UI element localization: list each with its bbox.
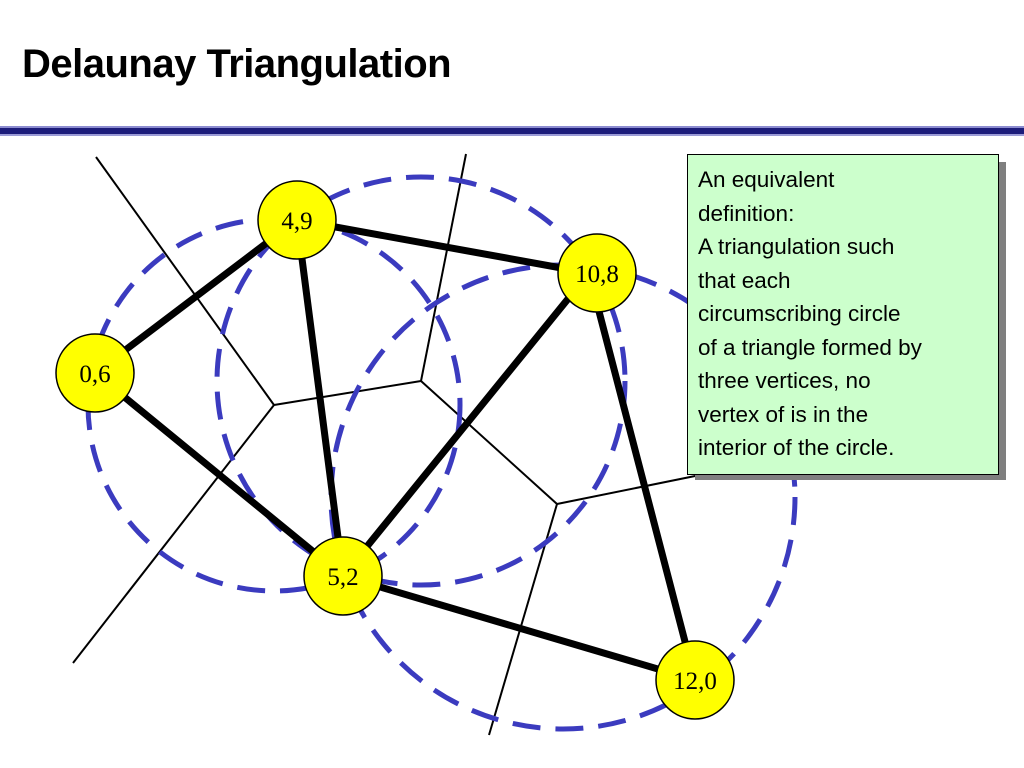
delaunay-edge <box>293 216 347 580</box>
circumcircle <box>214 174 628 588</box>
vertex-label: 5,2 <box>327 564 358 591</box>
title-divider <box>0 126 1024 136</box>
vertex-0-6: 0,6 <box>55 333 135 413</box>
voronoi-edge <box>95 156 275 406</box>
voronoi-edge <box>273 380 422 406</box>
note-line: definition: <box>698 200 795 226</box>
note-line: A triangulation such <box>698 234 895 259</box>
voronoi-edge <box>72 404 275 664</box>
note-line: vertex of is in the <box>698 401 869 427</box>
voronoi-edge <box>556 474 701 505</box>
vertex-label: 10,8 <box>575 261 619 288</box>
delaunay-edge <box>293 216 593 277</box>
note-line: three vertices, no <box>698 368 871 393</box>
vertex-label: 4,9 <box>281 208 312 235</box>
note-line: interior of the circle. <box>698 435 895 460</box>
note-line: circumscribing circle <box>698 301 901 326</box>
delaunay-edge <box>339 269 593 580</box>
note-line: that each <box>698 267 791 293</box>
voronoi-edge <box>420 153 467 382</box>
vertex-label: 12,0 <box>673 668 717 695</box>
vertex-12-0: 12,0 <box>655 640 735 720</box>
vertex-10-8: 10,8 <box>557 233 637 313</box>
delaunay-edge <box>91 216 301 377</box>
delaunay-edge <box>91 369 347 580</box>
delaunay-edge <box>339 572 699 684</box>
delaunay-edge <box>585 269 699 684</box>
delaunay-edges <box>91 216 699 684</box>
note-line: of a triangle formed by <box>698 334 922 360</box>
note-line: An equivalent <box>698 167 835 192</box>
voronoi-edges <box>72 153 701 736</box>
definition-note: An equivalent definition: A triangulatio… <box>687 154 999 475</box>
page-title: Delaunay Triangulation <box>22 42 452 86</box>
vertex-4-9: 4,9 <box>257 180 337 260</box>
vertices: 4,9 10,8 0,6 5,2 12,0 <box>55 180 735 720</box>
voronoi-edge <box>420 380 558 505</box>
vertex-5-2: 5,2 <box>303 536 383 616</box>
vertex-label: 0,6 <box>79 361 110 388</box>
